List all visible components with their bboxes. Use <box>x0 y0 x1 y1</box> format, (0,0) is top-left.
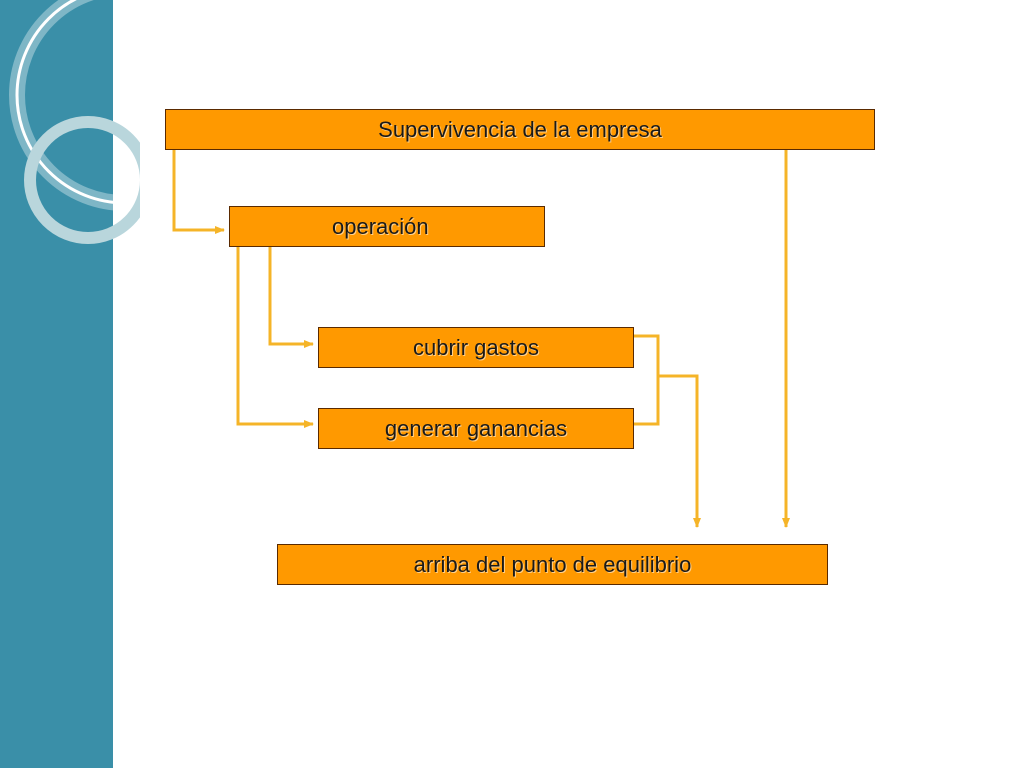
ring-small <box>24 116 140 244</box>
edge-costs-profit-to-bottom <box>658 374 701 528</box>
decorative-rings <box>9 0 140 244</box>
edge-cover-costs-bracket <box>634 334 660 426</box>
ring-thin <box>15 0 140 205</box>
node-top: Supervivencia de la empresa <box>165 109 875 150</box>
node-operation: operación <box>229 206 545 247</box>
node-bottom: arriba del punto de equilibrio <box>277 544 828 585</box>
edge-operation-to-generate-profit <box>236 247 314 428</box>
node-cover-costs: cubrir gastos <box>318 327 634 368</box>
node-top-label: Supervivencia de la empresa <box>378 116 662 142</box>
node-bottom-label: arriba del punto de equilibrio <box>413 551 692 577</box>
node-generate-profit: generar ganancias <box>318 408 634 449</box>
edge-operation-to-cover-costs <box>268 247 314 348</box>
node-generate-profit-label: generar ganancias <box>384 415 568 441</box>
node-cover-costs-label: cubrir gastos <box>413 334 539 360</box>
edge-top-to-operation <box>172 150 225 234</box>
node-operation-label: operación <box>332 213 429 239</box>
